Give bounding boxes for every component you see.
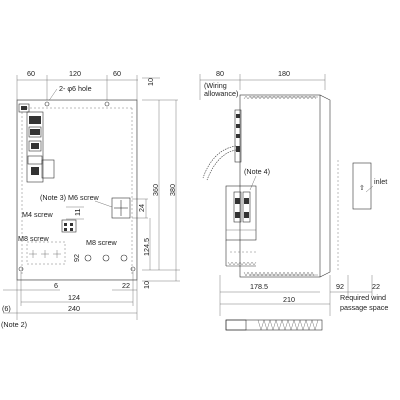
note4-label: (Note 4) (244, 167, 270, 176)
dim-92-front: 92 (72, 254, 81, 262)
dim-22-front: 22 (122, 281, 130, 290)
m4-screw-label: M4 screw (22, 210, 54, 219)
m6-screw-label: M6 screw (68, 193, 100, 202)
dim-360: 360 (151, 184, 160, 196)
dim-124: 124 (68, 293, 80, 302)
dim-92-side: 92 (336, 282, 344, 291)
note3-label: (Note 3) (40, 193, 66, 202)
side-terminal-block (225, 185, 257, 241)
dim-11: 11 (73, 209, 82, 216)
wiring-allowance-line2: allowance) (204, 89, 238, 98)
dim-180: 180 (278, 69, 290, 78)
dim-124-5: 124.5 (142, 238, 151, 256)
dim-6-paren: (6) (2, 304, 11, 313)
dim-240: 240 (68, 304, 80, 313)
dim-24: 24 (137, 204, 146, 212)
inlet-grille (352, 162, 372, 210)
dim-22-side: 22 (372, 282, 380, 291)
dim-10-bottom: 10 (142, 281, 151, 289)
dim-178-5: 178.5 (250, 282, 268, 291)
dim-top-120: 120 (69, 69, 81, 78)
front-view: 60 120 60 10 2- φ6 hole (1, 69, 180, 329)
dim-80: 80 (216, 69, 224, 78)
dim-210: 210 (283, 295, 295, 304)
dim-top-10: 10 (146, 78, 155, 86)
wiring-allowance-line1: (Wiring (204, 81, 227, 90)
required-wind-line1: Required wind (340, 293, 386, 302)
inlet-arrow: ⇧ (359, 183, 365, 192)
hole-label: 2- φ6 hole (59, 84, 92, 93)
dim-top-60-left: 60 (27, 69, 35, 78)
note2-label: (Note 2) (1, 320, 27, 329)
dim-380: 380 (168, 184, 177, 196)
required-wind-line2: passage space (340, 303, 388, 312)
inlet-label: inlet (374, 177, 387, 186)
connector-strip (26, 111, 44, 183)
dim-top-60-right: 60 (113, 69, 121, 78)
side-view: 80 180 (Wiring allowance) (Note 4) (199, 69, 388, 331)
dim-6: 6 (54, 281, 58, 290)
m8-screw-label-left: M8 screw (18, 234, 50, 243)
m8-screw-label-right: M8 screw (86, 238, 118, 247)
